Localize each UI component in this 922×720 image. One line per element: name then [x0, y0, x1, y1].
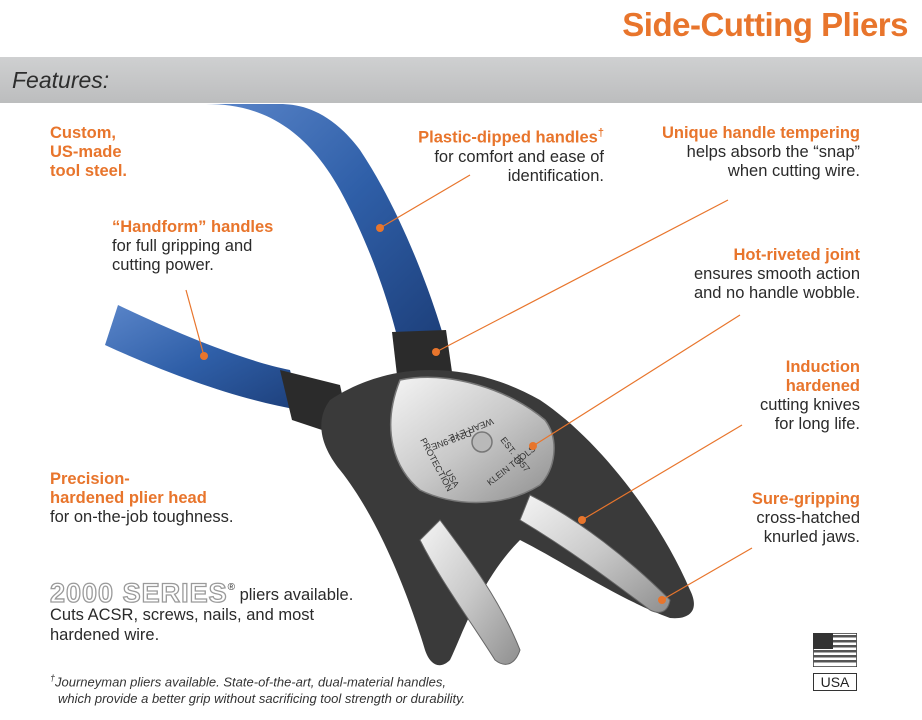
feature-rivet: Hot-riveted joint ensures smooth action …	[693, 246, 860, 302]
callout-lines	[185, 174, 753, 601]
callout-dot-handform	[200, 352, 208, 360]
feature-induction: Induction hardened cutting knives for lo…	[760, 358, 860, 433]
feature-knurled-jaws: Sure-gripping cross-hatched knurled jaws…	[751, 490, 860, 546]
callout-line-rivet	[532, 314, 741, 447]
feature-tempering: Unique handle tempering helps absorb the…	[661, 124, 860, 180]
upper-handle	[206, 104, 444, 340]
feature-plastic-dipped: Plastic-dipped handles† for comfort and …	[418, 127, 604, 185]
feature-steel: Custom, US-made tool steel.	[50, 124, 128, 180]
series-note: 2000 SERIES® pliers available. Cuts ACSR…	[49, 578, 354, 644]
callout-dots	[200, 224, 666, 604]
us-flag-icon	[812, 632, 858, 668]
callout-line-plastic	[379, 174, 471, 229]
features-label: Features:	[12, 67, 110, 93]
footnote: †Journeyman pliers available. State-of-t…	[50, 673, 466, 707]
callout-line-tempering	[435, 199, 729, 353]
callout-dot-plastic	[376, 224, 384, 232]
feature-handform: “Handform” handles for full gripping and…	[112, 218, 274, 274]
page-title: Side-Cutting Pliers	[622, 6, 908, 43]
callout-dot-induction	[578, 516, 586, 524]
feature-precision-head: Precision- hardened plier head for on-th…	[50, 470, 234, 526]
features-band: Features:	[0, 57, 922, 103]
upper-jaw	[519, 494, 671, 613]
usa-badge: USA	[812, 632, 858, 691]
callout-dot-tempering	[432, 348, 440, 356]
lower-jaw	[419, 519, 521, 665]
hot-rivet	[471, 431, 493, 453]
callout-line-knurled	[661, 547, 753, 601]
series-logo: 2000 SERIES	[49, 578, 228, 608]
callout-dot-knurled	[658, 596, 666, 604]
callout-line-induction	[581, 424, 743, 521]
callout-line-handform	[185, 289, 205, 357]
callout-dot-rivet	[529, 442, 537, 450]
